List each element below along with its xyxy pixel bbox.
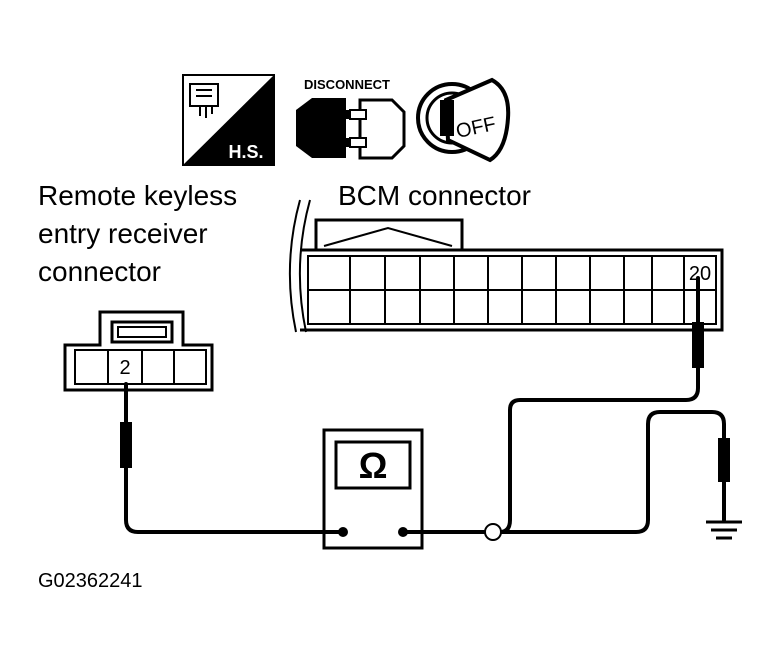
disconnect-icon: DISCONNECT	[296, 77, 406, 160]
receiver-label-line1: Remote keyless	[38, 180, 237, 211]
bcm-probe	[692, 322, 704, 368]
ground-probe	[718, 438, 730, 482]
ohm-symbol: Ω	[359, 445, 388, 486]
receiver-probe	[120, 422, 132, 468]
harness-side-icon: H.S.	[182, 74, 275, 166]
ignition-off-key-icon: OFF	[416, 77, 511, 163]
hs-label: H.S.	[228, 142, 263, 162]
figure-code: G02362241	[38, 570, 143, 592]
receiver-label-line2: entry receiver	[38, 218, 208, 249]
wire-crossing	[484, 523, 502, 541]
receiver-label-line3: connector	[38, 256, 161, 287]
ground-icon	[706, 520, 742, 540]
receiver-pin-label: 2	[119, 357, 130, 379]
disconnect-label: DISCONNECT	[304, 77, 390, 92]
receiver-connector: 2	[63, 310, 214, 392]
ohmmeter: Ω	[322, 428, 424, 550]
bcm-label: BCM connector	[338, 180, 531, 211]
bcm-pin-label: 20	[689, 263, 711, 285]
test-wires	[124, 276, 726, 534]
bcm-connector: 20	[288, 199, 724, 333]
